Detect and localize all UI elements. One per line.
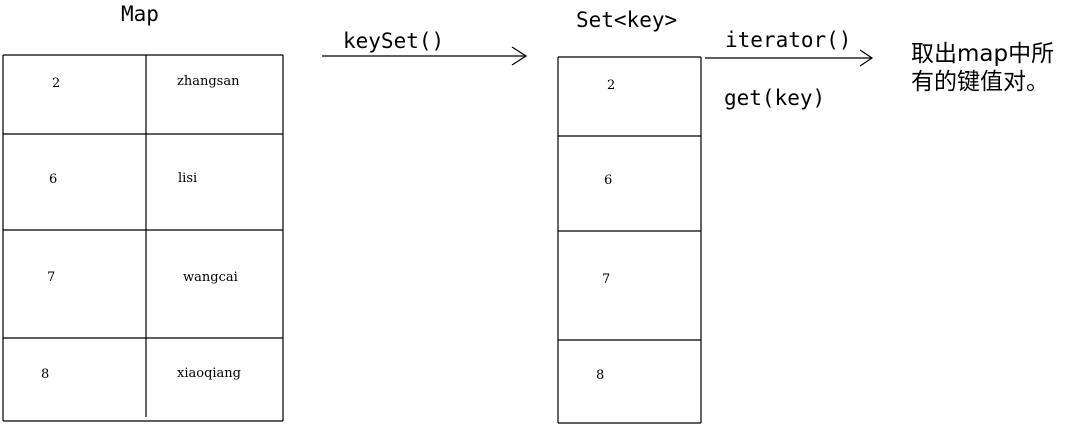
map-value-cell: wangcai xyxy=(183,270,238,285)
keyset-arrow xyxy=(322,46,528,66)
iterator-label: iterator() xyxy=(725,28,852,52)
map-key-cell: 6 xyxy=(49,172,58,187)
map-key-cell: 8 xyxy=(41,367,50,382)
map-value-cell: lisi xyxy=(178,171,198,186)
note-line-1: 取出map中所 xyxy=(911,41,1055,67)
map-value-cell: xiaoqiang xyxy=(177,366,241,381)
keyset-label: keySet() xyxy=(343,29,445,53)
set-key-cell: 2 xyxy=(607,78,616,93)
map-title: Map xyxy=(121,2,159,26)
set-key-cell: 8 xyxy=(596,368,605,383)
map-key-cell: 7 xyxy=(47,270,56,285)
set-table-grid xyxy=(557,56,702,424)
note-line-2: 有的键值对。 xyxy=(911,69,1049,95)
get-key-label: get(key) xyxy=(724,86,826,110)
set-key-cell: 6 xyxy=(604,173,613,188)
map-value-cell: zhangsan xyxy=(177,74,240,89)
set-title: Set<key> xyxy=(576,8,678,32)
map-table-grid xyxy=(2,54,284,422)
iterator-arrow xyxy=(705,49,874,67)
set-key-cell: 7 xyxy=(602,272,611,287)
map-key-cell: 2 xyxy=(52,76,61,91)
